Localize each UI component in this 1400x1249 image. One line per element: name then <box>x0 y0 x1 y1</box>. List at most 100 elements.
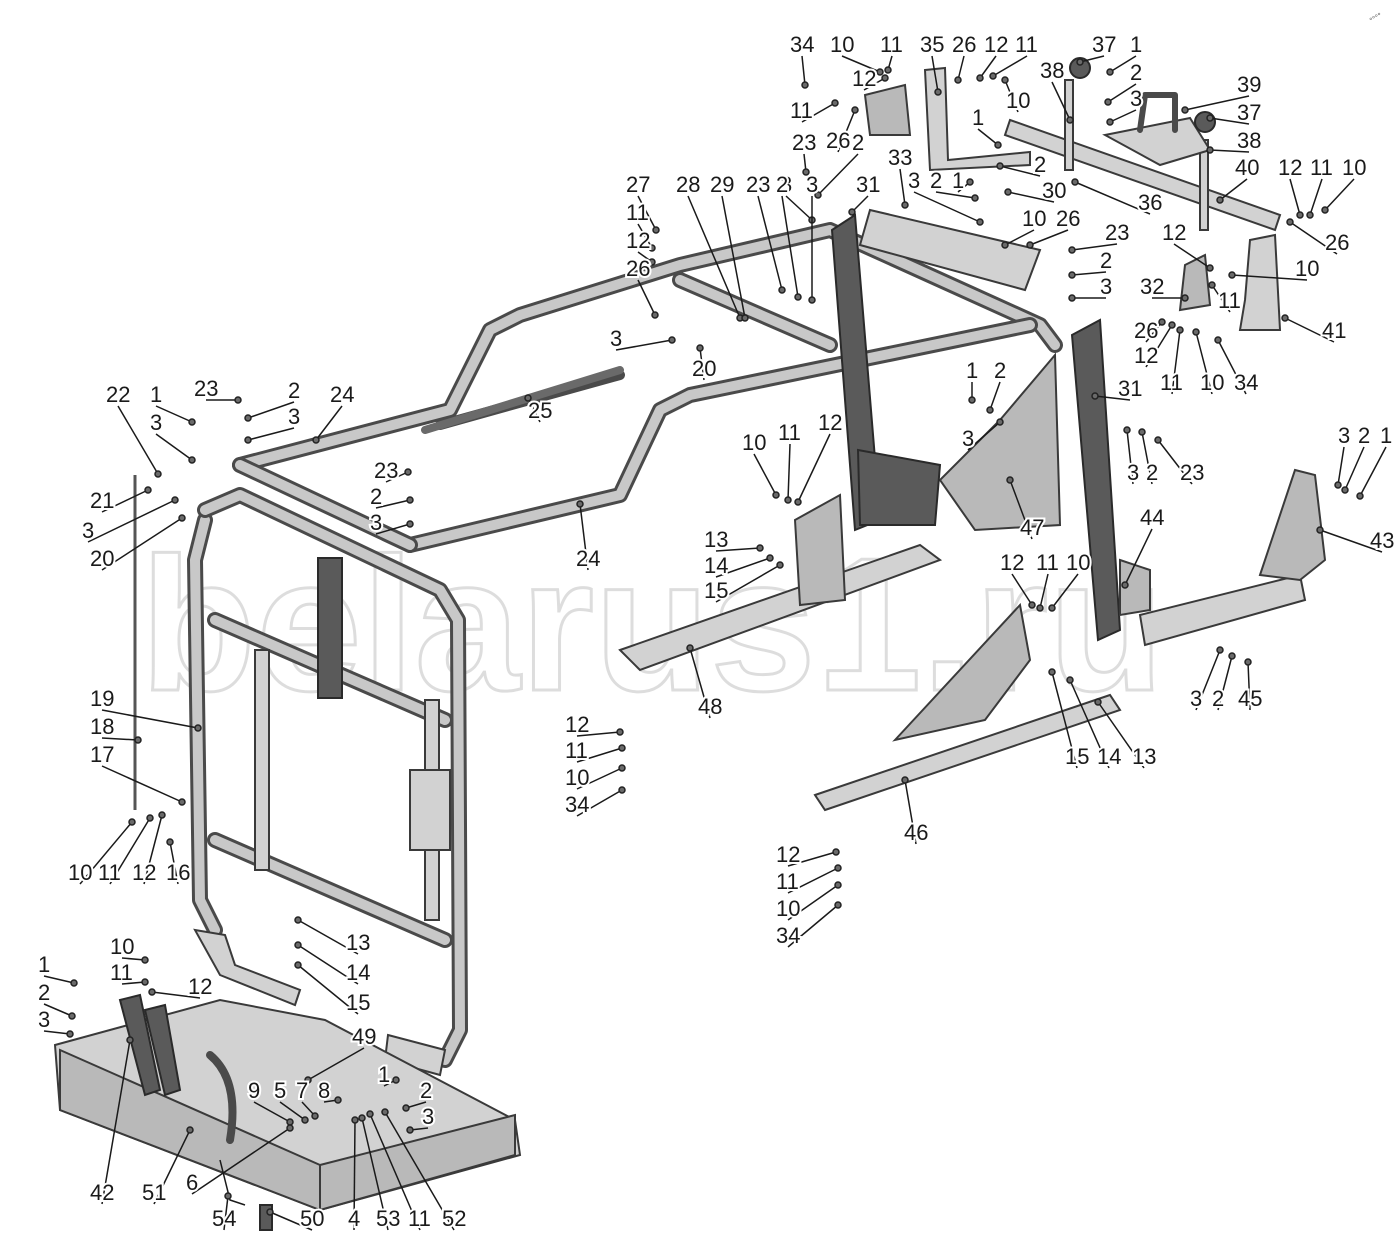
callout-number: 38 <box>1040 58 1064 83</box>
leader-line <box>615 339 673 351</box>
leader-line <box>1344 446 1365 491</box>
leader-line <box>361 1117 389 1231</box>
callout-3: 3 <box>244 402 302 444</box>
callout-number: 12 <box>132 860 156 885</box>
callout-35: 35 <box>918 30 946 96</box>
fastener-part <box>766 554 774 562</box>
callout-number: 3 <box>1100 274 1112 299</box>
callout-13: 13 <box>702 525 764 554</box>
callout-number: 2 <box>420 1078 432 1103</box>
gas-strut <box>133 366 624 810</box>
callout-3: 3 <box>368 508 414 537</box>
callout-number: 11 <box>790 98 813 123</box>
callout-13: 13 <box>294 916 372 957</box>
callout-number: 3 <box>908 168 920 193</box>
callout-19: 19 <box>88 684 202 732</box>
callout-31: 31 <box>1091 374 1144 403</box>
leader-line <box>817 153 859 196</box>
callout-2: 2 <box>244 376 302 422</box>
callout-number: 11 <box>565 738 588 763</box>
leader-line <box>801 55 806 86</box>
callout-number: 11 <box>110 960 133 985</box>
fastener-part <box>1138 428 1146 436</box>
leader-line <box>913 191 981 223</box>
callout-number: 13 <box>346 930 370 955</box>
leader-line <box>1039 573 1049 609</box>
leader-line <box>1195 649 1221 711</box>
callout-number: 43 <box>1370 528 1394 553</box>
callout-23: 23 <box>1154 436 1206 487</box>
fastener-part <box>834 901 842 909</box>
callout-number: 3 <box>1338 423 1350 448</box>
leader-line <box>1184 95 1250 111</box>
leader-line <box>375 499 411 509</box>
fastener-part <box>1106 118 1114 126</box>
callout-number: 25 <box>528 398 552 423</box>
fastener-part <box>404 468 412 476</box>
leader-line <box>992 55 1028 77</box>
fastener-part <box>778 286 786 294</box>
callout-12: 12 <box>774 840 840 869</box>
leader-line <box>637 279 656 316</box>
fastener-part <box>876 68 884 76</box>
leader-line <box>787 851 837 867</box>
leader-line <box>109 817 151 885</box>
leader-line <box>375 523 411 535</box>
leader-line <box>1009 479 1033 540</box>
fastener-part <box>1091 392 1099 400</box>
leader-line <box>1011 573 1033 606</box>
callout-number: 31 <box>856 172 880 197</box>
callout-number: 36 <box>1138 190 1162 215</box>
callout-12: 12 <box>976 30 1010 82</box>
fastener-part <box>1206 114 1214 122</box>
callout-number: 3 <box>962 426 974 451</box>
callout-number: 23 <box>374 458 398 483</box>
callout-number: 3 <box>288 404 300 429</box>
callout-34: 34 <box>1214 336 1260 397</box>
leader-line <box>43 1003 73 1017</box>
leader-line <box>117 405 159 475</box>
leader-line <box>1004 79 1019 113</box>
callout-number: 26 <box>626 256 650 281</box>
fastener-part <box>834 881 842 889</box>
callout-number: 34 <box>1234 370 1258 395</box>
fastener-part <box>244 436 252 444</box>
callout-number: 51 <box>142 1180 166 1205</box>
callout-3: 3 <box>608 324 676 353</box>
fastener-part <box>1321 206 1329 214</box>
leader-line <box>904 779 917 845</box>
callout-52: 52 <box>381 1108 468 1233</box>
callout-number: 42 <box>90 1180 114 1205</box>
leader-line <box>757 195 783 291</box>
callout-number: 2 <box>852 130 864 155</box>
leader-line <box>1324 178 1355 211</box>
fastener-part <box>406 496 414 504</box>
callout-20: 20 <box>88 514 186 573</box>
callout-number: 18 <box>90 714 114 739</box>
leader-line <box>801 102 836 123</box>
callout-1: 1 <box>970 103 1002 149</box>
callout-number: 2 <box>1212 686 1224 711</box>
fastener-part <box>1048 668 1056 676</box>
callout-number: 54 <box>212 1206 236 1231</box>
leader-line <box>253 1101 291 1123</box>
callout-12: 12 <box>998 548 1036 609</box>
leader-line <box>155 433 193 461</box>
leader-line <box>1219 178 1248 201</box>
upper-right-parts <box>863 57 1282 331</box>
leader-line <box>143 814 163 885</box>
leader-line <box>1109 109 1137 123</box>
callout-26: 26 <box>1286 218 1351 257</box>
callout-14: 14 <box>294 941 372 987</box>
callout-22: 22 <box>104 380 162 478</box>
callout-28: 28 <box>674 170 744 322</box>
callout-number: 11 <box>1160 370 1183 395</box>
fastener-part <box>986 406 994 414</box>
leader-line <box>579 503 589 571</box>
callout-34: 34 <box>774 901 842 950</box>
callout-27: 27 <box>624 170 660 234</box>
callout-2: 2 <box>928 166 979 202</box>
callout-number: 10 <box>110 934 134 959</box>
fastener-part <box>301 1116 309 1124</box>
